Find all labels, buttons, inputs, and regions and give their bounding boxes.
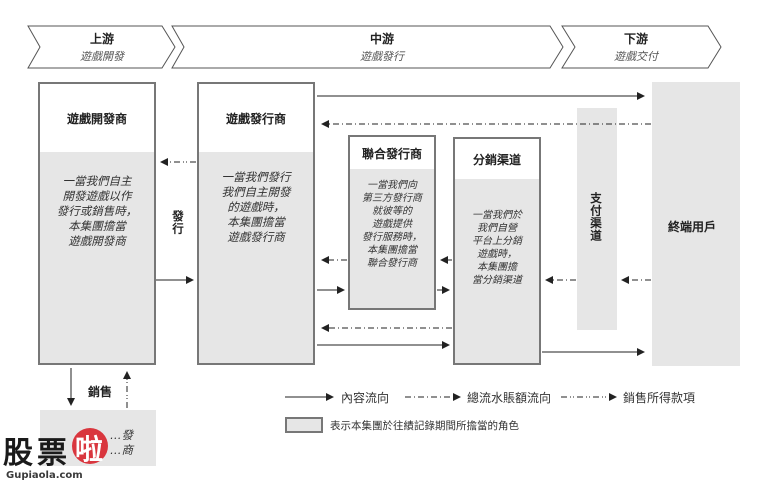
upstream-subtitle: 遊戲開發 xyxy=(80,50,124,63)
co-publisher-title: 聯合發行商 xyxy=(350,137,434,169)
watermark-char-1: 股 xyxy=(3,436,33,471)
game-developer-box: 遊戲開發商 一當我們自主 開發遊戲以作 發行或銷售時， 本集團擔當 遊戲開發商 xyxy=(38,82,156,365)
end-user-label: 終端用戶 xyxy=(668,220,717,234)
game-publisher-desc: 一當我們發行 我們自主開發 的遊戲時， 本集團擔當 遊戲發行商 xyxy=(221,170,291,244)
watermark-char-2: 票 xyxy=(37,436,67,471)
game-developer-title: 遊戲開發商 xyxy=(40,84,154,152)
distribution-channel-desc: 一當我們於 我們自營 平台上分銷 遊戲時， 本集團擔 當分銷渠道 xyxy=(472,210,522,286)
payment-channel-box: 支付渠道 xyxy=(577,108,617,330)
midstream-chevron xyxy=(171,25,564,69)
legend-gross-billings-flow: 總流水賬額流向 xyxy=(467,391,552,405)
publish-label: 發行 xyxy=(171,210,185,235)
co-publisher-box: 聯合發行商 一當我們向 第三方發行商 就彼等的 遊戲提供 發行服務時， 本集團擔… xyxy=(348,135,436,310)
upstream-chevron xyxy=(27,25,176,69)
legend-sales-proceeds: 銷售所得款項 xyxy=(623,391,696,405)
game-publisher-box: 遊戲發行商 一當我們發行 我們自主開發 的遊戲時， 本集團擔當 遊戲發行商 xyxy=(197,82,315,365)
watermark-logo: 股 票 啦 Gupiaola.com xyxy=(0,428,130,487)
midstream-subtitle: 遊戲發行 xyxy=(360,50,404,63)
downstream-chevron xyxy=(561,25,722,69)
distribution-channel-title: 分銷渠道 xyxy=(455,139,539,179)
upstream-title: 上游 xyxy=(89,32,114,46)
distribution-channel-box: 分銷渠道 一當我們於 我們自營 平台上分銷 遊戲時， 本集團擔 當分銷渠道 xyxy=(453,137,541,365)
legend-role-note: 表示本集團於往績記錄期間所擔當的角色 xyxy=(330,420,519,432)
legend-role-box xyxy=(285,417,323,433)
game-publisher-title: 遊戲發行商 xyxy=(199,84,313,152)
midstream-title: 中游 xyxy=(369,32,394,46)
payment-channel-label: 支付渠道 xyxy=(589,192,603,242)
sell-label: 銷售 xyxy=(88,385,113,399)
legend-content-flow: 內容流向 xyxy=(341,391,390,405)
watermark-char-3: 啦 xyxy=(75,433,104,466)
watermark-badge: 啦 xyxy=(72,428,108,466)
end-user-box: 終端用戶 xyxy=(652,82,740,366)
partial-bottom-text: …發 …商 xyxy=(110,428,133,457)
co-publisher-desc: 一當我們向 第三方發行商 就彼等的 遊戲提供 發行服務時， 本集團擔當 聯合發行… xyxy=(362,180,422,269)
downstream-subtitle: 遊戲交付 xyxy=(614,50,658,63)
game-developer-desc: 一當我們自主 開發遊戲以作 發行或銷售時， 本集團擔當 遊戲開發商 xyxy=(56,174,138,248)
downstream-title: 下游 xyxy=(623,32,648,46)
watermark-url: Gupiaola.com xyxy=(6,470,83,481)
